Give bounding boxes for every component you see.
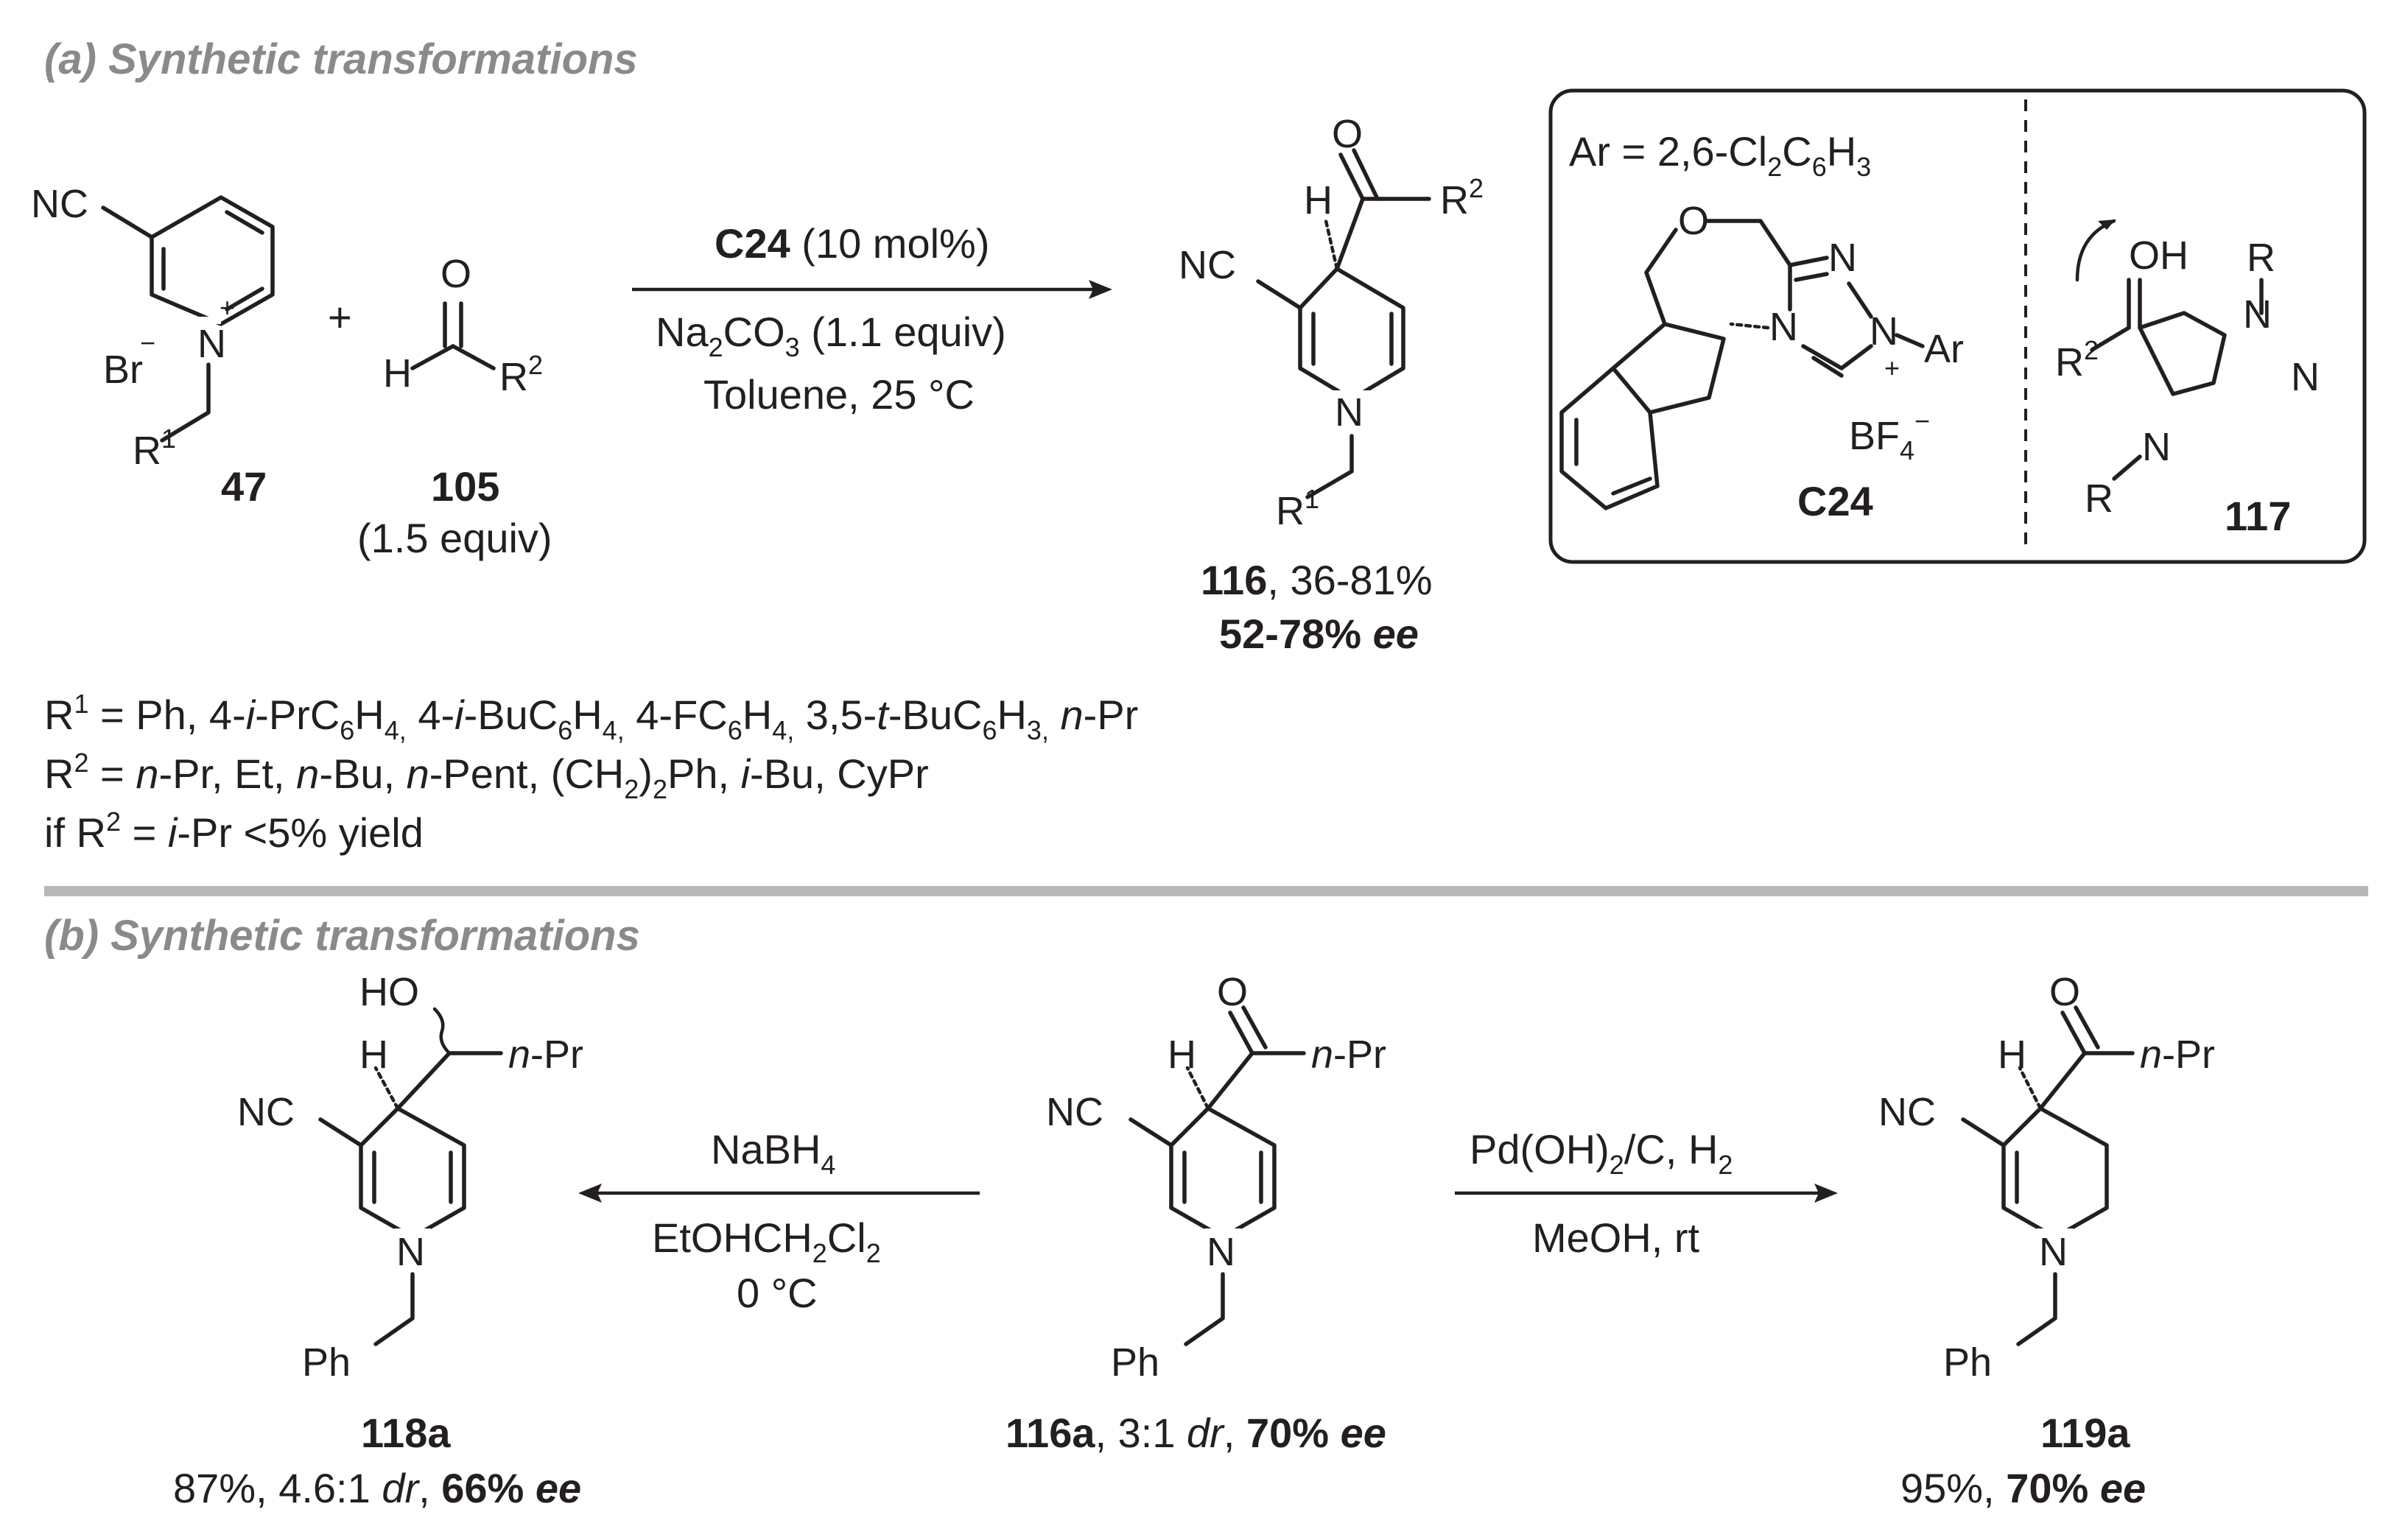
compound-105-label: 105 xyxy=(431,463,499,510)
c24-n1: N xyxy=(1828,236,1857,280)
aldehyde-h: H xyxy=(383,351,412,395)
n-atom-116: N xyxy=(1335,390,1363,435)
reactant-105: O H R2 105 (1.5 equiv) xyxy=(357,252,552,561)
hydrogenation-reagent: Pd(OH)2/C, H2 xyxy=(1470,1126,1733,1180)
product-119a-id: 119a xyxy=(2040,1410,2130,1456)
npr-116a: n-Pr xyxy=(1311,1033,1386,1077)
n-119a: N xyxy=(2039,1230,2068,1274)
r1-116: R1 xyxy=(1276,484,1319,533)
c24-ar: Ar xyxy=(1924,327,1964,371)
breslow-n2: N xyxy=(2291,355,2320,399)
product-118a: N NC Ph H HO n-Pr 118a 87%, 4.6:1 dr, 66… xyxy=(173,970,583,1511)
nc-116: NC xyxy=(1179,243,1236,287)
npr-119a: n-Pr xyxy=(2140,1033,2215,1077)
arrow-reduction: NaBH4 EtOHCH2Cl2 0 °C xyxy=(578,1126,980,1316)
c24-anion: BF4− xyxy=(1849,406,1930,465)
c24-n2: N xyxy=(1769,305,1798,349)
ph-118a: Ph xyxy=(302,1340,351,1385)
ho-118a: HO xyxy=(359,970,419,1014)
h-116a: H xyxy=(1168,1033,1196,1077)
h-116: H xyxy=(1304,178,1333,222)
reduction-solvent: EtOHCH2Cl2 xyxy=(652,1214,881,1268)
conditions-catalyst: C24 (10 mol%) xyxy=(715,220,989,267)
breslow-r-bottom: R xyxy=(2085,477,2113,521)
o-116: O xyxy=(1332,112,1363,156)
aldehyde-o: O xyxy=(440,252,471,296)
r2-substituents: R2 = n-Pr, Et, n-Bu, n-Pent, (CH2)2Ph, i… xyxy=(44,748,929,804)
conditions-solvent: Toluene, 25 °C xyxy=(703,371,975,418)
c24-plus: + xyxy=(1884,353,1900,383)
r2-label: R2 xyxy=(499,350,543,399)
n-116a: N xyxy=(1207,1230,1235,1274)
hydrogenation-solvent: MeOH, rt xyxy=(1532,1214,1700,1261)
catalyst-c24-label: C24 xyxy=(1797,478,1873,524)
ar-definition: Ar = 2,6-Cl2C6H3 xyxy=(1569,128,1871,182)
nc-119a: NC xyxy=(1878,1090,1936,1134)
intermediate-117-label: 117 xyxy=(2225,493,2291,539)
reduction-temp: 0 °C xyxy=(737,1270,818,1316)
reduction-reagent: NaBH4 xyxy=(711,1126,835,1180)
nc-118a: NC xyxy=(237,1090,295,1134)
product-118a-id: 118a xyxy=(361,1410,451,1456)
bromide-charge: − xyxy=(140,328,155,358)
bromide-counterion: Br xyxy=(103,348,143,392)
n-118a: N xyxy=(396,1230,425,1274)
section-b-title: (b) Synthetic transformations xyxy=(44,912,640,960)
breslow-r2: R2 xyxy=(2055,335,2099,384)
product-119a: N NC Ph H O n-Pr 119a 95%, 70% ee xyxy=(1878,970,2215,1511)
o-116a: O xyxy=(1217,970,1248,1014)
h-118a: H xyxy=(359,1033,388,1077)
n-atom: N xyxy=(197,322,226,366)
product-116-ee: 52-78% ee xyxy=(1219,611,1419,657)
n-plus-charge: + xyxy=(220,292,235,323)
r2-exception: if R2 = i-Pr <5% yield xyxy=(44,806,424,856)
h-119a: H xyxy=(1998,1033,2026,1077)
r1-substituents: R1 = Ph, 4-i-PrC6H4, 4-i-BuC6H4, 4-FC6H4… xyxy=(44,689,1138,745)
r2-116: R2 xyxy=(1440,173,1484,222)
ph-116a: Ph xyxy=(1111,1340,1159,1385)
arrow-hydrogenation: Pd(OH)2/C, H2 MeOH, rt xyxy=(1455,1126,1838,1261)
nc-116a: NC xyxy=(1046,1090,1103,1134)
breslow-oh: OH xyxy=(2129,233,2188,278)
plus-sign: + xyxy=(328,294,352,340)
conditions-base: Na2CO3 (1.1 equiv) xyxy=(656,309,1006,362)
product-118a-yield: 87%, 4.6:1 dr, 66% ee xyxy=(173,1465,581,1511)
start-116a-label: 116a, 3:1 dr, 70% ee xyxy=(1005,1410,1386,1456)
arrow-a: C24 (10 mol%) Na2CO3 (1.1 equiv) Toluene… xyxy=(632,220,1112,418)
breslow-n1: N xyxy=(2243,292,2272,337)
r1-label: R1 xyxy=(133,423,176,473)
nc-label: NC xyxy=(31,182,88,226)
breslow-r-top: R xyxy=(2247,236,2275,280)
c24-n3: N xyxy=(1870,309,1898,354)
catalyst-box: Ar = 2,6-Cl2C6H3 O N N N + Ar BF4− C24 O… xyxy=(1548,88,2367,564)
product-116-yield: 116, 36-81% xyxy=(1201,557,1432,603)
reactant-47: NC N + R1 Br − 47 xyxy=(31,182,275,510)
compound-105-equiv: (1.5 equiv) xyxy=(357,515,552,561)
o-119a: O xyxy=(2049,970,2080,1014)
section-a-title: (a) Synthetic transformations xyxy=(44,35,638,83)
product-119a-yield: 95%, 70% ee xyxy=(1900,1465,2146,1511)
start-116a: N NC Ph H O n-Pr 116a, 3:1 dr, 70% ee xyxy=(1005,970,1386,1456)
compound-47-label: 47 xyxy=(221,463,267,510)
breslow-n3: N xyxy=(2142,425,2171,469)
product-116: N NC R1 H O R2 116, 36-81% 52-78% ee xyxy=(1179,112,1484,657)
ph-119a: Ph xyxy=(1943,1340,1992,1385)
npr-118a: n-Pr xyxy=(508,1033,583,1077)
